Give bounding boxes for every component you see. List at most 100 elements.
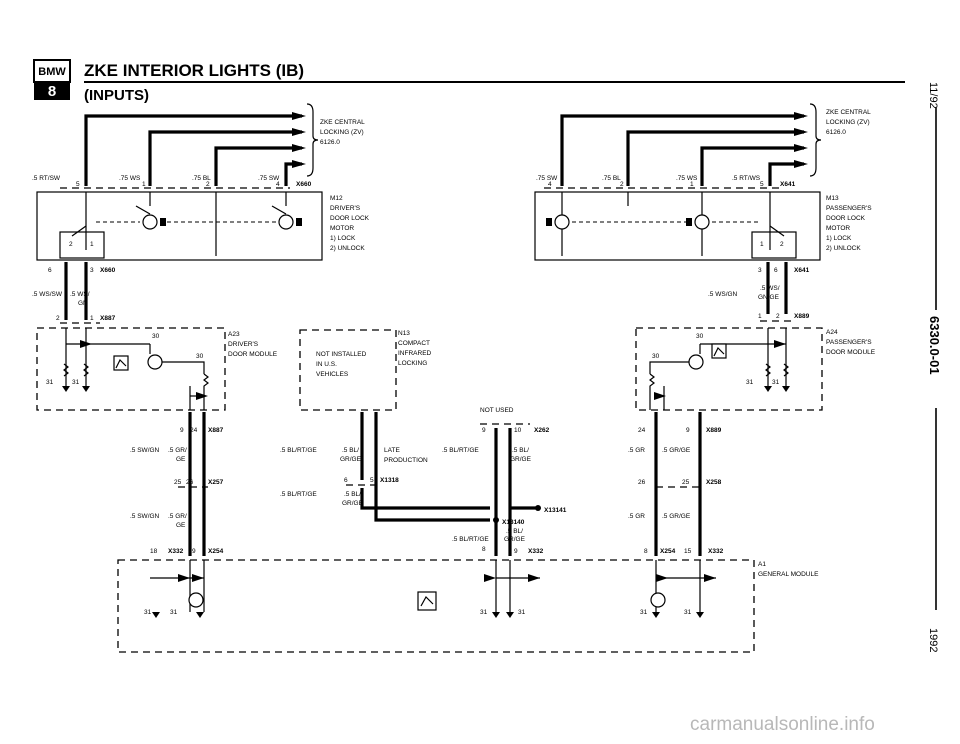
ground-icon (764, 386, 772, 392)
pin-label: 6 (48, 267, 52, 274)
wire-label: .5 GR/GE (662, 447, 691, 454)
connector-x254: X254 (208, 548, 224, 555)
resistor-icon (203, 373, 209, 410)
series-number: 8 (48, 83, 56, 100)
pin-label: 8 (644, 548, 648, 555)
m13-line5: 1) LOCK (826, 235, 852, 242)
connector-x641: X641 (780, 181, 796, 188)
connector-x1318: X1318 (380, 477, 399, 484)
ground-icon (62, 386, 70, 392)
pin-label: 30 (196, 353, 204, 360)
resistor-icon (83, 363, 89, 377)
m13-line1: M13 (826, 195, 839, 202)
pin-label: 1 (142, 181, 146, 188)
pin-label: 10 (514, 427, 522, 434)
wire-label: GR/GE (504, 536, 526, 543)
m12-line5: 1) LOCK (330, 235, 356, 242)
zke-right-line1: ZKE CENTRAL (826, 109, 871, 116)
chip-icon (115, 358, 127, 369)
pin-label: 2 (776, 313, 780, 320)
wire-label: .5 BL/ (344, 491, 361, 498)
connector-x13140: X13140 (502, 519, 525, 526)
driver-chain: 6 3 X660 .5 WS/SW .5 WS/ GN 2 1 X887 A23… (32, 262, 278, 556)
pin-label: 9 (192, 548, 196, 555)
pin-label: 9 (686, 427, 690, 434)
m12-motor-box (36, 191, 323, 261)
connector-x262: X262 (534, 427, 550, 434)
m13-line6: 2) UNLOCK (826, 245, 861, 252)
splice-icon (535, 505, 541, 511)
n13-module-box (299, 329, 397, 411)
wire-label: .75 WS (676, 175, 698, 182)
m12-line4: MOTOR (330, 225, 354, 232)
pin-label: 31 (640, 609, 648, 616)
pin-label: 8 (482, 546, 486, 553)
m12-line3: DOOR LOCK (330, 215, 370, 222)
pin-label: 2 (780, 241, 784, 248)
resistor-icon (63, 363, 69, 377)
a23-line3: DOOR MODULE (228, 351, 278, 358)
zke-right-line2: LOCKING (ZV) (826, 119, 870, 126)
wire-label: .5 RT/SW (32, 175, 61, 182)
pin-label: 31 (746, 379, 754, 386)
wire-label: .5 BL/RT/GE (280, 447, 317, 454)
wire-label: .5 WS/ (70, 291, 90, 298)
zke-right-line3: 6126.0 (826, 129, 846, 136)
not-installed-line2: IN U.S. (316, 361, 337, 368)
arrow-icon (292, 128, 306, 136)
pin-label: 9 (482, 427, 486, 434)
arrow-icon (292, 160, 306, 168)
m13-line2: PASSENGER'S (826, 205, 872, 212)
wire-label: .5 BL/RT/GE (280, 491, 317, 498)
arrow-icon (192, 574, 204, 582)
page-subtitle: (INPUTS) (84, 87, 149, 104)
pin-label: 31 (772, 379, 780, 386)
a24-line1: A24 (826, 329, 838, 336)
chip-icon (713, 346, 725, 357)
connector-x889: X889 (706, 427, 722, 434)
pin-label: 31 (480, 609, 488, 616)
connector-x332: X332 (168, 548, 184, 555)
switch-icon (769, 225, 785, 237)
pin-label: 18 (150, 548, 158, 555)
m13-line4: MOTOR (826, 225, 850, 232)
switch-icon (71, 225, 87, 237)
wire-label: GE (176, 522, 186, 529)
a24-line2: PASSENGER'S (826, 339, 872, 346)
motor-icon (296, 218, 302, 226)
pin-label: 9 (180, 427, 184, 434)
arrow-icon (794, 160, 808, 168)
pin-label: 25 (682, 479, 690, 486)
pin-label: 4 (276, 181, 280, 188)
pin-label: 25 (174, 479, 182, 486)
wire-label: GR/GE (342, 500, 364, 507)
a1-line2: GENERAL MODULE (758, 571, 819, 578)
page-title: ZKE INTERIOR LIGHTS (IB) (84, 61, 304, 80)
motor-icon (686, 218, 692, 226)
wire-label: .5 SW/GN (130, 513, 160, 520)
pin-label: 6 (344, 477, 348, 484)
resistor-icon (765, 363, 771, 377)
wire-bl (626, 130, 804, 186)
pin-label: 26 (186, 479, 194, 486)
motor-icon (142, 214, 158, 230)
connector-x889: X889 (794, 313, 810, 320)
sidebar-year: 1992 (927, 628, 939, 652)
sidebar: 11/92 6330.0-01 1992 (927, 82, 942, 652)
ground-icon (152, 612, 160, 618)
wire-label: GR/GE (340, 456, 362, 463)
switch-icon (135, 205, 151, 215)
arrow-icon (794, 128, 808, 136)
ground-icon (82, 386, 90, 392)
a23-module-box (36, 327, 226, 411)
series-badge (34, 82, 70, 100)
motor-icon (554, 214, 570, 230)
wire-label: GN/GE (758, 294, 780, 301)
arrow-icon (704, 574, 716, 582)
wire-label: .5 GR/GE (662, 513, 691, 520)
pin-label: 2 (69, 241, 73, 248)
pin-label: 31 (46, 379, 54, 386)
n13-block: N13 COMPACT INFRARED LOCKING NOT INSTALL… (280, 329, 490, 522)
a1-line1: A1 (758, 561, 766, 568)
